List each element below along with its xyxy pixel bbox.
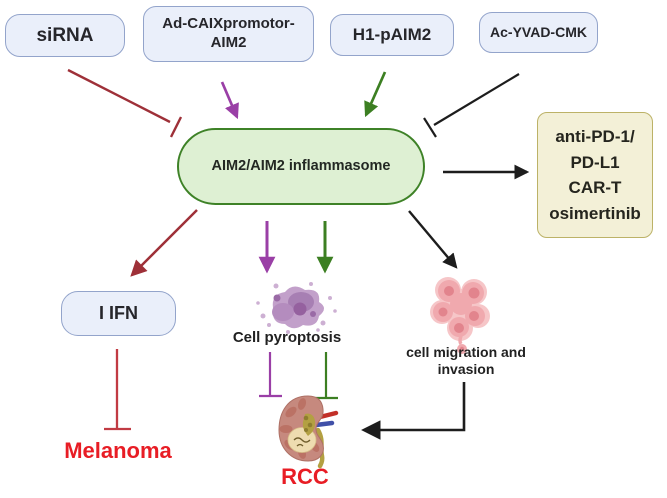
node-sirna: siRNA: [5, 14, 125, 57]
node-h1-paim2: H1-pAIM2: [330, 14, 454, 56]
inhibitor-pyroptosis-to-rcc-purple: [259, 352, 282, 398]
node-aim2-inflammasome-label: AIM2/AIM2 inflammasome: [211, 158, 391, 175]
arrow-migration-to-rcc: [361, 382, 466, 440]
renal-vein: [313, 420, 335, 428]
label-cell-pyroptosis: Cell pyroptosis: [232, 329, 342, 346]
node-ad-caix-line2: AIM2: [210, 34, 247, 51]
node-aim2-inflammasome: AIM2/AIM2 inflammasome: [177, 128, 425, 205]
therapies-line2: PD-L1: [570, 152, 620, 172]
pyroptotic-cell-illustration: [256, 282, 337, 334]
label-cell-migration: cell migration and invasion: [391, 344, 541, 378]
arrow-inflammasome-to-ifn: [130, 209, 198, 277]
ureter: [315, 427, 325, 469]
inhibitor-ifn-to-melanoma: [104, 349, 131, 431]
node-ac-yvad-cmk: Ac-YVAD-CMK: [479, 12, 598, 53]
node-ad-caix-promotor-aim2: Ad-CAIXpromotor- AIM2: [143, 6, 314, 62]
therapies-line4: osimertinib: [549, 203, 641, 223]
node-type-i-ifn-label: I IFN: [99, 303, 138, 324]
arrow-sirna-inhibits-inflammasome: [67, 68, 183, 138]
label-melanoma: Melanoma: [64, 438, 172, 463]
arrow-adcaix-activates-inflammasome: [220, 81, 239, 120]
node-type-i-ifn: I IFN: [61, 291, 176, 336]
node-ac-yvad-cmk-label: Ac-YVAD-CMK: [490, 23, 587, 40]
therapies-line3: CAR-T: [568, 178, 622, 197]
migrating-cells-illustration: [430, 277, 490, 354]
tumor-marks: [293, 437, 311, 447]
node-ad-caix-line1: Ad-CAIXpromotor-: [162, 15, 295, 33]
label-rcc: RCC: [281, 464, 329, 489]
arrow-h1paim2-activates-inflammasome: [364, 71, 387, 118]
node-sirna-label: siRNA: [36, 24, 94, 46]
calyces: [303, 415, 313, 432]
node-therapies: anti-PD-1/ PD-L1 CAR-T osimertinib: [537, 112, 653, 238]
node-h1-paim2-label: H1-pAIM2: [352, 25, 432, 45]
inhibitor-pyroptosis-to-rcc-green: [315, 352, 338, 400]
label-cell-migration-line1: cell migration and: [406, 344, 526, 360]
kidney-illustration: [278, 395, 339, 469]
therapies-line1: anti-PD-1/: [555, 127, 635, 146]
label-cell-migration-line2: invasion: [437, 360, 495, 377]
arrow-inflammasome-to-migration: [408, 210, 458, 269]
arrow-acyvad-inhibits-inflammasome: [423, 73, 520, 138]
